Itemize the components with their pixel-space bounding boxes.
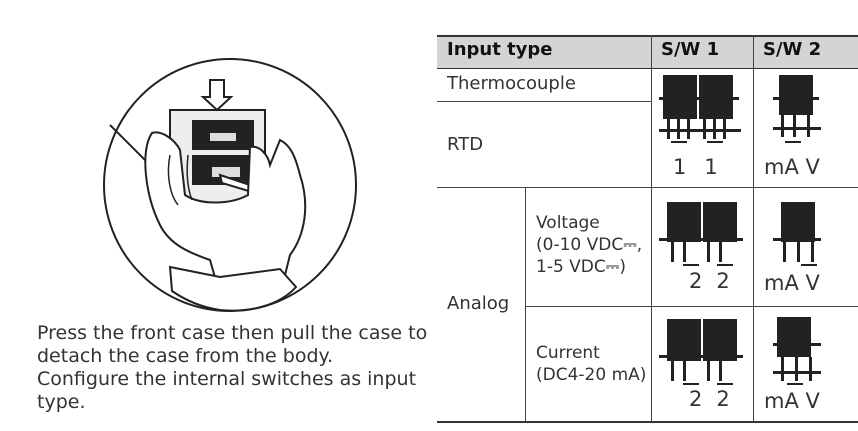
sw2-current-diagram bbox=[773, 317, 821, 385]
case-removal-illustration bbox=[103, 58, 357, 312]
row-analog: Analog bbox=[447, 293, 510, 314]
table-bottom-rule bbox=[437, 421, 858, 423]
header-input-type: Input type bbox=[447, 39, 553, 60]
switch-config-table: Input type S/W 1 S/W 2 Thermocouple RTD … bbox=[437, 35, 858, 423]
sw2-tc-rtd-diagram bbox=[773, 75, 821, 143]
caption-line: Configure the internal switches as input bbox=[37, 368, 417, 390]
instruction-caption: Press the front case then pull the case … bbox=[37, 322, 427, 414]
sw2-tc-rtd-label: mA V bbox=[764, 155, 820, 179]
sw1-voltage-diagram bbox=[659, 202, 743, 266]
sw1-voltage-label: 22 bbox=[689, 269, 744, 293]
sw1-current-diagram bbox=[659, 319, 743, 385]
sw1-current-label: 22 bbox=[689, 387, 744, 411]
caption-line: type. bbox=[37, 391, 86, 413]
caption-line: detach the case from the body. bbox=[37, 345, 334, 367]
row-voltage: Voltage (0-10 VDC⎓, 1-5 VDC⎓) bbox=[536, 213, 643, 277]
table-header bbox=[437, 35, 858, 69]
sw2-voltage-label: mA V bbox=[764, 271, 820, 295]
row-current: Current (DC4-20 mA) bbox=[536, 343, 647, 385]
sw2-current-label: mA V bbox=[764, 389, 820, 413]
header-sw2: S/W 2 bbox=[763, 39, 822, 60]
header-sw1: S/W 1 bbox=[661, 39, 720, 60]
sw1-tc-rtd-diagram bbox=[659, 75, 741, 143]
caption-line: Press the front case then pull the case … bbox=[37, 322, 428, 344]
sw2-voltage-diagram bbox=[773, 202, 821, 266]
sw1-tc-rtd-label: 11 bbox=[673, 155, 736, 179]
row-thermocouple: Thermocouple bbox=[447, 73, 576, 94]
row-rtd: RTD bbox=[447, 134, 484, 155]
